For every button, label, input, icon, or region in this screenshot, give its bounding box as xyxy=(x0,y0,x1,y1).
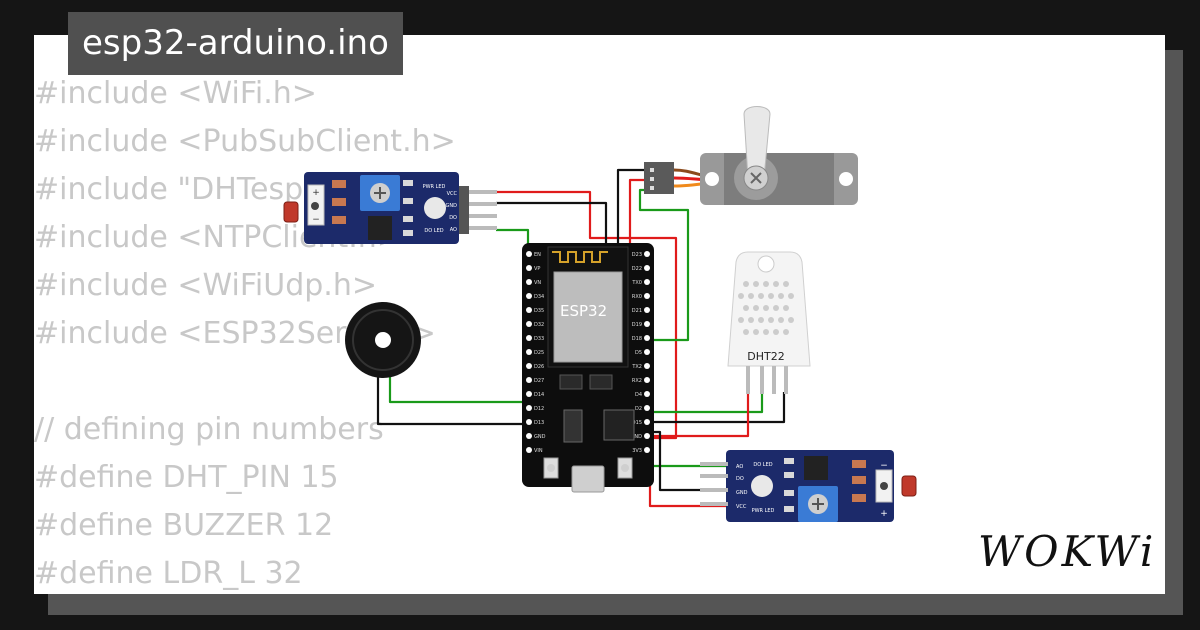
pin-label: D25 xyxy=(534,350,544,356)
svg-text:−: − xyxy=(312,215,320,225)
code-line: #define LDR_L 32 xyxy=(34,556,303,591)
do-led-label: DO LED xyxy=(753,462,772,468)
pin-label: D19 xyxy=(632,322,642,328)
pin-label: GND xyxy=(631,434,643,440)
pin-label: D34 xyxy=(534,294,544,300)
pin-label: D27 xyxy=(534,378,544,384)
wire-black-ldr-bottom xyxy=(648,430,728,492)
pin-label: RX2 xyxy=(632,378,642,384)
pin-label: D5 xyxy=(635,350,642,356)
pwr-led-label: PWR LED xyxy=(752,508,775,514)
pin-label: AO xyxy=(450,227,457,233)
dht22-sensor[interactable]: DHT22 xyxy=(727,251,811,394)
pin-label: D22 xyxy=(632,266,642,272)
esp32-pin-labels-right: D23 D22 TX0 RX0 D21 D19 D18 D5 TX2 RX2 D… xyxy=(631,252,643,454)
pin-label: D35 xyxy=(534,308,544,314)
wire-green-servo xyxy=(638,188,690,342)
pin-label: D14 xyxy=(534,392,544,398)
svg-text:+: + xyxy=(880,509,888,519)
pin-label: TX2 xyxy=(631,364,642,370)
dht22-label: DHT22 xyxy=(747,350,784,363)
pin-label: D18 xyxy=(632,336,642,342)
esp32-label: ESP32 xyxy=(560,302,607,320)
wire-red-ldr-top xyxy=(496,190,678,440)
pin-label: D26 xyxy=(534,364,544,370)
wokwi-logo: WOKWi xyxy=(978,527,1157,576)
servo-horn xyxy=(743,106,771,179)
ldr-module-top[interactable]: + − PWR LED DO LED VCC GND DO AO xyxy=(283,172,497,244)
pin-label: D33 xyxy=(534,336,544,342)
pin-label: VP xyxy=(534,266,540,272)
pwr-led-label: PWR LED xyxy=(423,184,446,190)
pin-label: RX0 xyxy=(632,294,642,300)
photoresistor xyxy=(283,201,299,223)
pin-label: VIN xyxy=(534,448,543,454)
pin-label: GND xyxy=(534,434,546,440)
pin-label: D23 xyxy=(632,252,642,258)
code-line: #include <WiFiUdp.h> xyxy=(34,268,377,303)
usb-port xyxy=(571,465,605,493)
do-led-label: DO LED xyxy=(424,228,443,234)
svg-text:+: + xyxy=(312,188,320,198)
pin-label: VN xyxy=(534,280,541,286)
pin-label: 3V3 xyxy=(632,448,642,454)
pin-label: D2 xyxy=(635,406,642,412)
svg-text:−: − xyxy=(880,461,888,471)
code-line: #include <WiFi.h> xyxy=(34,76,317,111)
wire-green-dht xyxy=(650,392,764,414)
photoresistor xyxy=(901,475,917,497)
pin-label: D15 xyxy=(632,420,642,426)
pin-label: GND xyxy=(446,203,458,209)
project-filename-tab[interactable]: esp32-arduino.ino xyxy=(68,12,403,75)
pin-label: DO xyxy=(736,476,744,482)
code-line: // defining pin numbers xyxy=(34,412,384,447)
pin-label: D4 xyxy=(635,392,642,398)
pin-label: VCC xyxy=(736,504,747,510)
ldr-module-bottom[interactable]: AO DO GND VCC DO LED PWR LED − + xyxy=(700,450,917,522)
code-line: #include <PubSubClient.h> xyxy=(34,124,456,159)
buzzer[interactable] xyxy=(345,302,421,378)
code-line: #define DHT_PIN 15 xyxy=(34,460,339,495)
esp32-right-header xyxy=(644,251,650,453)
pin-label: D13 xyxy=(534,420,544,426)
esp32-left-header xyxy=(526,251,532,453)
wire-black-dht xyxy=(648,392,786,424)
code-preview: #include <WiFi.h> #include <PubSubClient.… xyxy=(34,70,456,598)
pin-label: D12 xyxy=(534,406,544,412)
esp32-pin-labels-left: EN VP VN D34 D35 D32 D33 D25 D26 D27 D14… xyxy=(534,252,546,454)
pin-label: D21 xyxy=(632,308,642,314)
pin-label: AO xyxy=(736,464,743,470)
pin-label: TX0 xyxy=(631,280,642,286)
pin-label: EN xyxy=(534,252,541,258)
servo-motor[interactable] xyxy=(644,106,858,206)
code-line: #define BUZZER 12 xyxy=(34,508,334,543)
pin-label: VCC xyxy=(447,191,458,197)
esp32-board[interactable]: ESP32 EN VP VN D34 D35 D32 D33 D25 D26 D… xyxy=(522,243,654,493)
pin-label: GND xyxy=(736,490,748,496)
pin-label: DO xyxy=(449,215,457,221)
pin-label: D32 xyxy=(534,322,544,328)
